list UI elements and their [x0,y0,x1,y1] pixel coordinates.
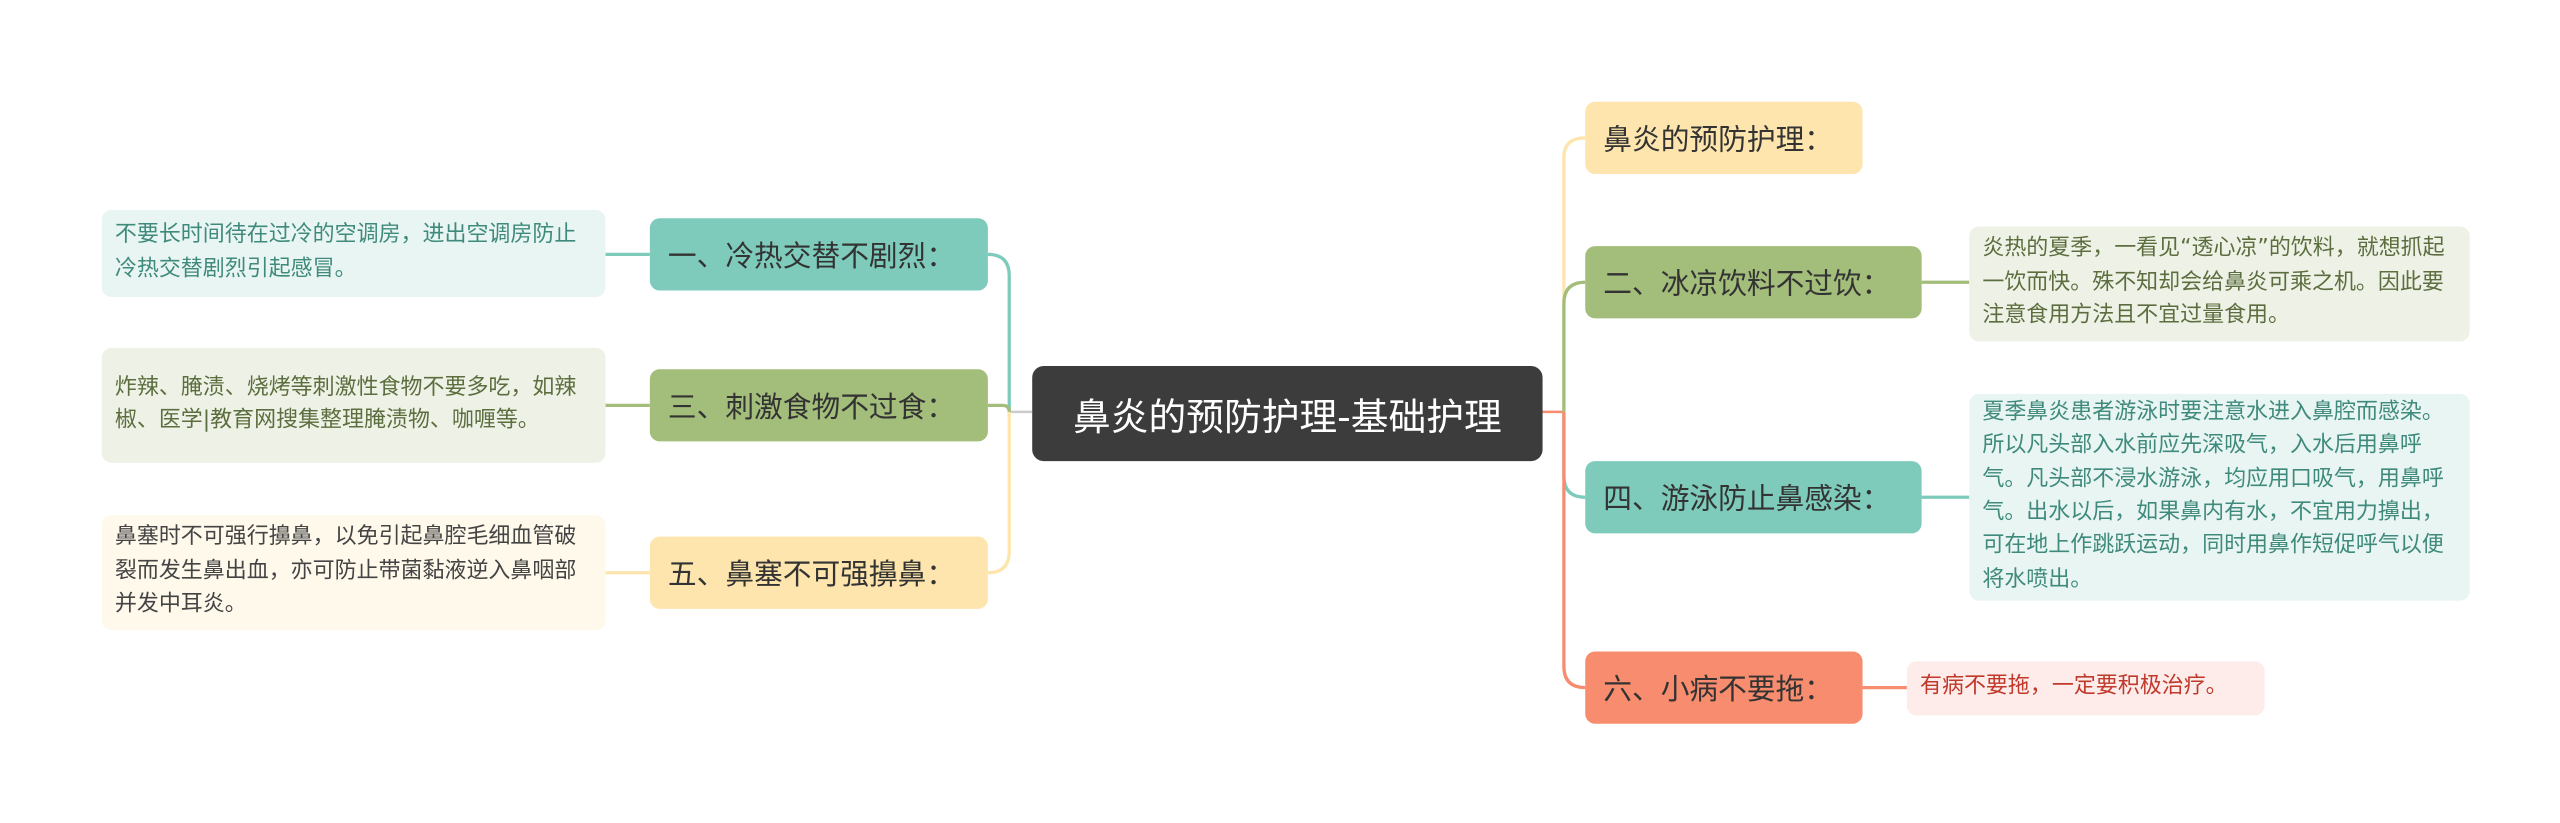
connector-right-branch-6 [1562,411,1586,690]
root-topic[interactable]: 鼻炎的预防护理-基础护理 [1032,365,1543,462]
branch-label: 二、冰凉饮料不过饮： [1603,268,1891,302]
branch-rhinitis-prevention[interactable]: 鼻炎的预防护理： [1585,101,1863,174]
branch-label: 三、刺激食物不过食： [667,391,956,425]
connector-right-branch-4 [1562,411,1586,499]
branch-label: 六、小病不要拖： [1603,673,1834,707]
branch-label: 鼻炎的预防护理： [1603,123,1834,157]
branch-treat-illness-early[interactable]: 六、小病不要拖： [1585,651,1863,724]
branch-swimming-infection[interactable]: 四、游泳防止鼻感染： [1585,461,1922,534]
leaf-text: 炎热的夏季，一看见“透心凉”的饮料，就想抓起一饮而快。殊不知却会给鼻炎可乘之机。… [1982,237,2445,329]
leaf-swimming-infection[interactable]: 夏季鼻炎患者游泳时要注意水进入鼻腔而感染。所以凡头部入水前应先深吸气，入水后用鼻… [1969,393,2470,601]
branch-label: 一、冷热交替不剧烈： [667,240,956,274]
connector-left-branch-5 [987,411,1011,575]
leaf-cold-hot-alternation[interactable]: 不要长时间待在过冷的空调房，进出空调房防止冷热交替剧烈引起感冒。 [101,210,606,298]
branch-label: 四、游泳防止鼻感染： [1603,483,1891,517]
leaf-spicy-food[interactable]: 炸辣、腌渍、烧烤等刺激性食物不要多吃，如辣椒、医学|教育网搜集整理腌渍物、咖喱等… [101,347,606,463]
branch-no-forceful-nose-blowing[interactable]: 五、鼻塞不可强擤鼻： [649,536,988,609]
leaf-text: 炸辣、腌渍、烧烤等刺激性食物不要多吃，如辣椒、医学|教育网搜集整理腌渍物、咖喱等… [114,375,577,434]
connector-left-branch-3 [987,403,1011,412]
leaf-no-forceful-nose-blowing[interactable]: 鼻塞时不可强行擤鼻，以免引起鼻腔毛细血管破裂而发生鼻出血，亦可防止带菌黏液逆入鼻… [101,515,606,631]
leaf-text: 不要长时间待在过冷的空调房，进出空调房防止冷热交替剧烈引起感冒。 [114,223,577,282]
branch-cold-drinks[interactable]: 二、冰凉饮料不过饮： [1585,246,1922,319]
connector-right-branch-0 [1562,136,1586,412]
leaf-treat-illness-early[interactable]: 有病不要拖，一定要积极治疗。 [1906,661,2265,716]
branch-cold-hot-alternation[interactable]: 一、冷热交替不剧烈： [649,218,988,291]
branch-label: 五、鼻塞不可强擤鼻： [667,558,956,592]
connector-left-branch-1 [987,252,1011,412]
leaf-cold-drinks[interactable]: 炎热的夏季，一看见“透心凉”的饮料，就想抓起一饮而快。殊不知却会给鼻炎可乘之机。… [1969,226,2470,342]
leaf-text: 鼻塞时不可强行擤鼻，以免引起鼻腔毛细血管破裂而发生鼻出血，亦可防止带菌黏液逆入鼻… [114,525,577,618]
root-topic-label: 鼻炎的预防护理-基础护理 [1072,397,1502,440]
branch-spicy-food[interactable]: 三、刺激食物不过食： [649,369,988,442]
leaf-text: 有病不要拖，一定要积极治疗。 [1919,674,2228,700]
connector-right-branch-2 [1562,280,1586,412]
leaf-text: 夏季鼻炎患者游泳时要注意水进入鼻腔而感染。所以凡头部入水前应先深吸气，入水后用鼻… [1982,400,2444,592]
